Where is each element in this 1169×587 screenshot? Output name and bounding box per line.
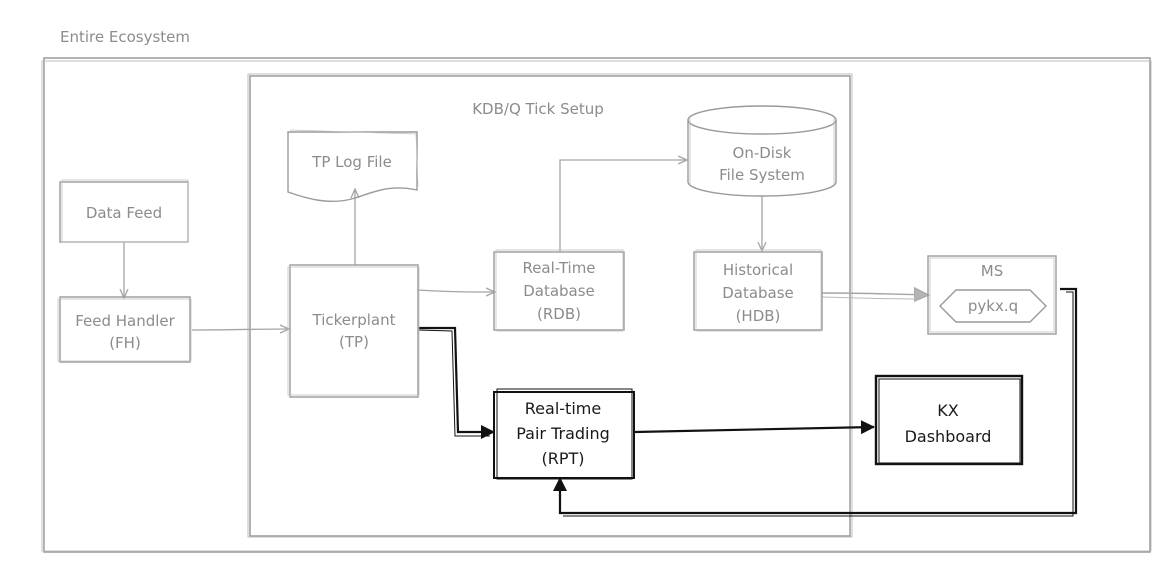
data-feed-label: Data Feed: [86, 204, 162, 222]
rpt-node[interactable]: Real-time Pair Trading (RPT): [493, 388, 635, 480]
hdb-label-line1: Historical: [723, 261, 793, 279]
tick-setup-frame: [247, 73, 853, 538]
arrow-tp-to-rdb: [417, 290, 494, 292]
hdb-label-line2: Database: [722, 284, 794, 302]
arrow-tp-to-rpt: [418, 326, 495, 439]
tp-log-file-node[interactable]: TP Log File: [287, 129, 419, 203]
arrow-rdb-to-ondisk: [559, 160, 686, 252]
arrow-tp-to-rpt-sketch: [417, 329, 490, 437]
ecosystem-label: Entire Ecosystem: [60, 28, 190, 46]
arrow-hdb-to-ms-shadow: [821, 296, 916, 300]
tickerplant-label-line2: (TP): [339, 333, 369, 351]
rpt-label-line1: Real-time: [525, 399, 601, 418]
rdb-label-line2: Database: [523, 282, 595, 300]
kx-dashboard-node[interactable]: KX Dashboard: [874, 374, 1024, 466]
ondisk-label-line1: On-Disk: [733, 144, 792, 162]
tickerplant-label-line1: Tickerplant: [312, 311, 396, 329]
ondisk-file-system-node[interactable]: On-Disk File System: [687, 105, 837, 197]
hdb-label-line3: (HDB): [736, 307, 781, 325]
rdb-label-line1: Real-Time: [522, 259, 595, 277]
ecosystem-frame: [41, 57, 1152, 553]
kx-label-line2: Dashboard: [905, 427, 992, 446]
ms-node[interactable]: MS pykx.q: [927, 255, 1057, 335]
arrow-rpt-to-kx: [633, 420, 875, 435]
ms-title: MS: [981, 262, 1003, 280]
data-feed-node[interactable]: Data Feed: [59, 179, 189, 243]
rpt-label-line3: (RPT): [541, 449, 584, 468]
tp-log-file-label: TP Log File: [311, 153, 392, 171]
arrow-ms-to-rpt-feedback: [553, 287, 1078, 515]
tick-setup-label: KDB/Q Tick Setup: [472, 100, 604, 118]
kx-label-line1: KX: [937, 401, 958, 420]
rdb-node[interactable]: Real-Time Database (RDB): [493, 249, 625, 332]
tickerplant-node[interactable]: Tickerplant (TP): [287, 264, 420, 398]
arrow-fh-to-tp: [191, 329, 288, 330]
feed-handler-label-line2: (FH): [109, 334, 141, 352]
feed-handler-label-line1: Feed Handler: [75, 312, 175, 330]
feed-handler-node[interactable]: Feed Handler (FH): [57, 296, 192, 363]
ondisk-label-line2: File System: [719, 166, 805, 184]
arrow-feedback-sketch: [563, 291, 1074, 517]
pykx-diamond: [939, 289, 1047, 323]
rdb-label-line3: (RDB): [537, 305, 581, 323]
arrow-hdb-to-ms: [821, 293, 928, 295]
hdb-node[interactable]: Historical Database (HDB): [693, 249, 823, 332]
pykx-label: pykx.q: [968, 297, 1018, 315]
rpt-label-line2: Pair Trading: [516, 424, 610, 443]
